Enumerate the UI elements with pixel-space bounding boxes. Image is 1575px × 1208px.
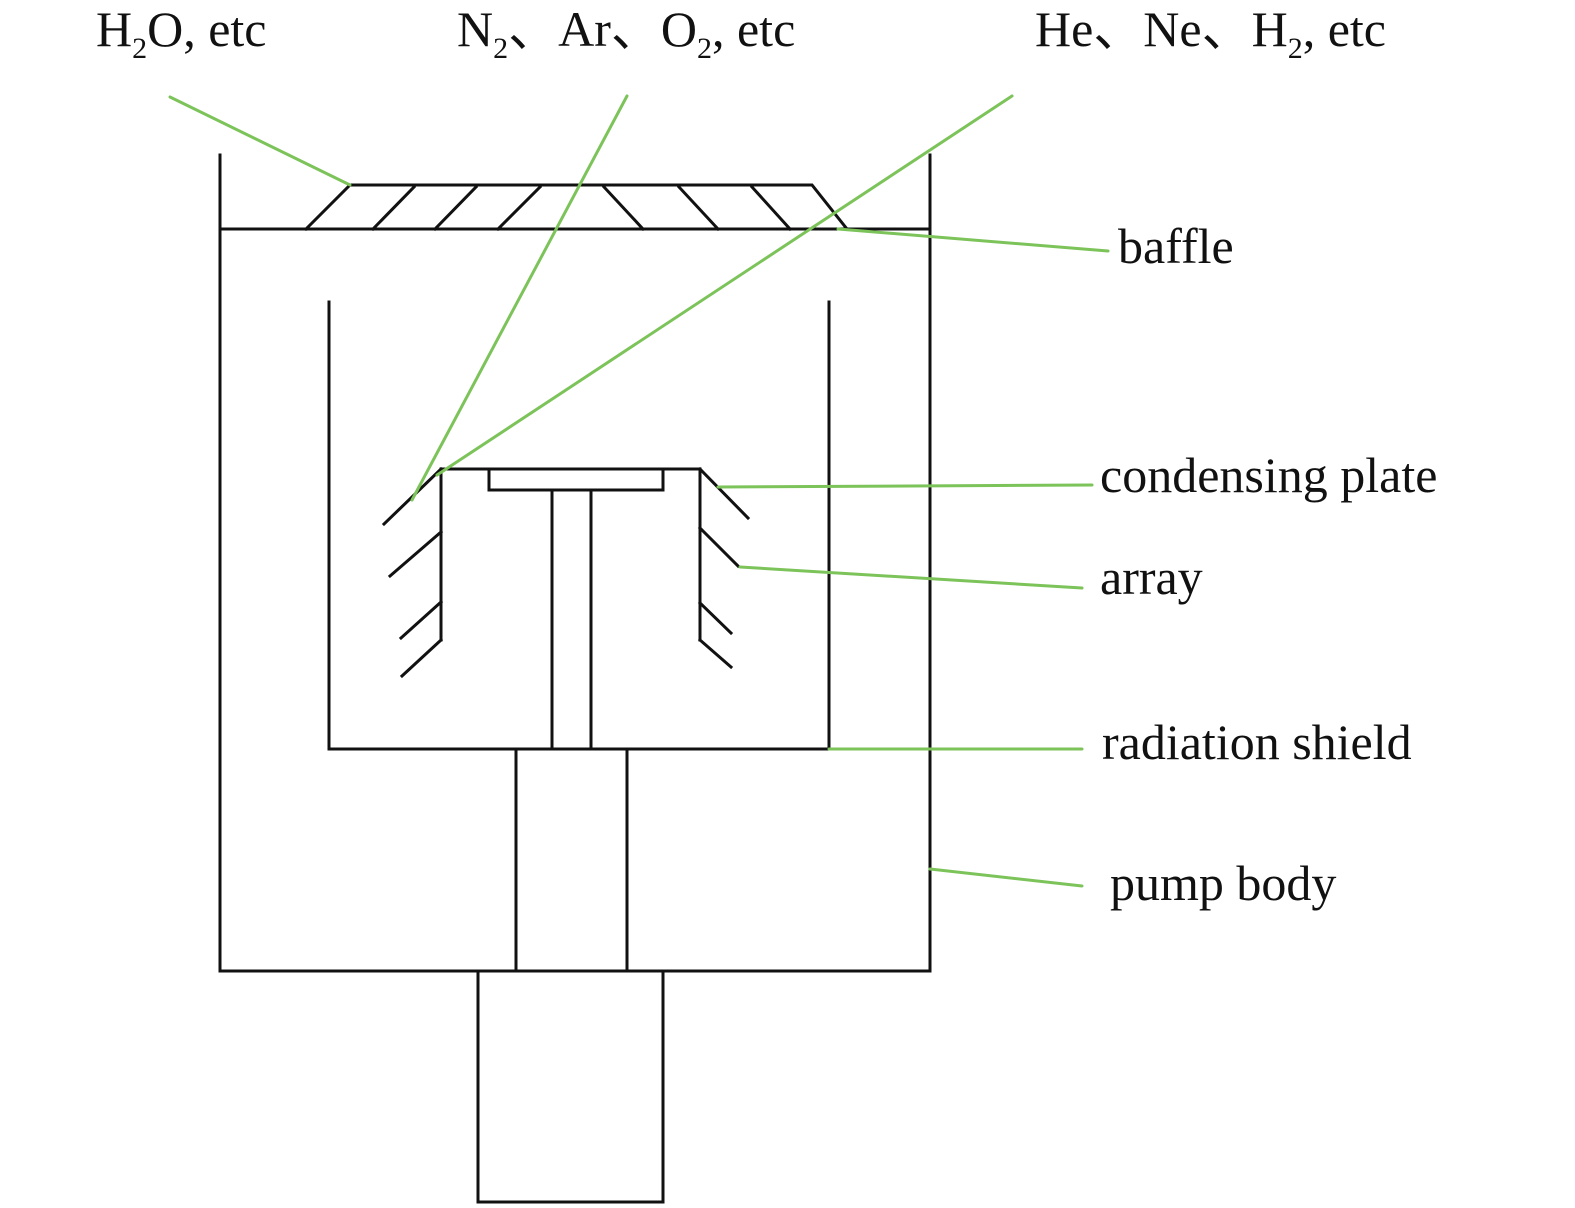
array-fin-right <box>697 600 734 636</box>
leader-lines <box>168 94 1110 888</box>
baffle-fin <box>432 184 479 232</box>
label-condensing-plate: condensing plate <box>1100 447 1437 503</box>
label-radiation-shield: radiation shield <box>1102 714 1412 770</box>
condensing-cup <box>439 467 702 642</box>
cold-head-base <box>476 969 665 1204</box>
leader-water <box>168 95 352 187</box>
label-baffle: baffle <box>1118 218 1234 274</box>
cold-stage <box>476 488 665 1204</box>
array-fin-right <box>697 466 751 521</box>
leader-light-gases <box>435 94 1014 477</box>
label-array: array <box>1100 549 1203 605</box>
label-air-gases: N2、Ar、O2, etc <box>457 1 795 65</box>
baffle-fin <box>370 184 417 232</box>
baffle-fin <box>601 184 646 232</box>
leader-condensing-plate <box>716 483 1094 489</box>
array-fin-right <box>697 637 734 670</box>
label-water-gases: H2O, etc <box>96 1 267 65</box>
baffle-fin <box>749 184 793 232</box>
pump-body-outline <box>218 153 932 973</box>
leader-array <box>738 565 1084 590</box>
leader-pump-body <box>928 867 1084 888</box>
label-light-gases: He、Ne、H2, etc <box>1035 1 1386 65</box>
condensing-top-plate <box>487 467 665 492</box>
cold-head-neck <box>514 747 629 973</box>
array-fin-left <box>387 529 444 579</box>
array-fin-left <box>398 599 444 641</box>
radiation-shield-outline <box>327 300 831 751</box>
radiation-shield <box>327 300 831 751</box>
baffle-fin <box>676 184 721 232</box>
condensing-plate <box>439 467 702 642</box>
pump-body <box>218 153 932 973</box>
array-fin-right <box>697 525 741 569</box>
array-fin-left <box>399 637 444 679</box>
leader-baffle <box>836 227 1110 253</box>
array <box>381 466 751 679</box>
label-pump-body: pump body <box>1110 855 1336 911</box>
leader-air-gases <box>410 94 629 502</box>
baffle-fin <box>495 184 543 232</box>
